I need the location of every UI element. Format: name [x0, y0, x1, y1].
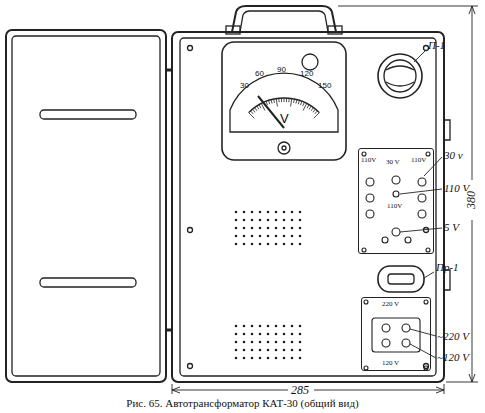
socket-label: 120 V	[382, 360, 399, 367]
socket-plate: 220 V 120 V	[361, 297, 431, 371]
socket-label: 30 V	[386, 159, 400, 166]
terminal-label: ~120 V	[437, 352, 469, 363]
scale-number: 120	[300, 70, 313, 78]
terminal-label: 30 v	[444, 150, 463, 161]
figure-caption: Рис. 65. Автотрансформатор КАТ-30 (общий…	[126, 398, 358, 409]
part-label: Пр-1	[436, 262, 459, 273]
part-label: П-1	[428, 40, 445, 51]
terminal-label: 5 V	[444, 222, 459, 233]
socket-label: 110V	[411, 157, 426, 164]
scale-number: 60	[255, 70, 264, 78]
dimension: 285	[291, 384, 309, 396]
scale-number: 30	[240, 82, 249, 90]
socket-label: 110V	[361, 157, 376, 164]
dimension: 380	[465, 191, 477, 209]
unit-symbol: V	[280, 112, 289, 125]
socket-label: 110V	[387, 203, 402, 210]
scale-number: 90	[277, 66, 286, 74]
voltmeter-face: V	[246, 112, 322, 128]
socket-plate: 110V 30 V 110V 110V	[358, 148, 434, 254]
terminal-label: ~220 V	[437, 331, 469, 342]
scale-number: 150	[318, 82, 331, 90]
socket-label: 220 V	[382, 301, 399, 308]
